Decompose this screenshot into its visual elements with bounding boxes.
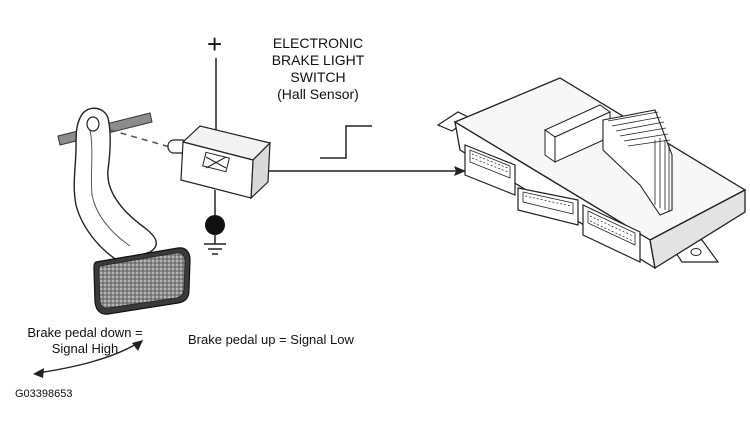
control-module <box>436 77 747 270</box>
brake-light-switch-body <box>180 125 272 200</box>
module-connector-right <box>582 204 641 263</box>
power-positive-symbol: + <box>207 29 223 59</box>
pedal-down-line-2: Signal High <box>51 341 119 356</box>
signal-step-waveform <box>320 125 372 159</box>
pedal-motion-arrow <box>33 340 143 378</box>
brake-pedal-pad <box>93 247 191 315</box>
switch-title-line-1: ELECTRONIC <box>272 35 364 51</box>
ground-symbol <box>204 190 226 255</box>
module-heat-sink <box>543 104 673 216</box>
signal-wire <box>268 166 466 176</box>
switch-title-line-4: (Hall Sensor) <box>277 86 359 102</box>
sensing-dash-line <box>109 129 171 148</box>
switch-title-line-3: SWITCH <box>290 69 346 85</box>
pedal-up-label: Brake pedal up = Signal Low <box>188 332 354 347</box>
switch-title: ELECTRONIC BRAKE LIGHT SWITCH (Hall Sens… <box>258 35 378 103</box>
pedal-down-label: Brake pedal down = Signal High <box>15 325 155 357</box>
switch-title-line-2: BRAKE LIGHT <box>271 52 365 68</box>
figure-code: G03398653 <box>15 388 73 400</box>
brake-pedal-arm <box>73 107 157 263</box>
pedal-down-line-1: Brake pedal down = <box>27 325 143 340</box>
module-connector-left <box>464 144 516 196</box>
module-connector-middle <box>517 187 579 226</box>
